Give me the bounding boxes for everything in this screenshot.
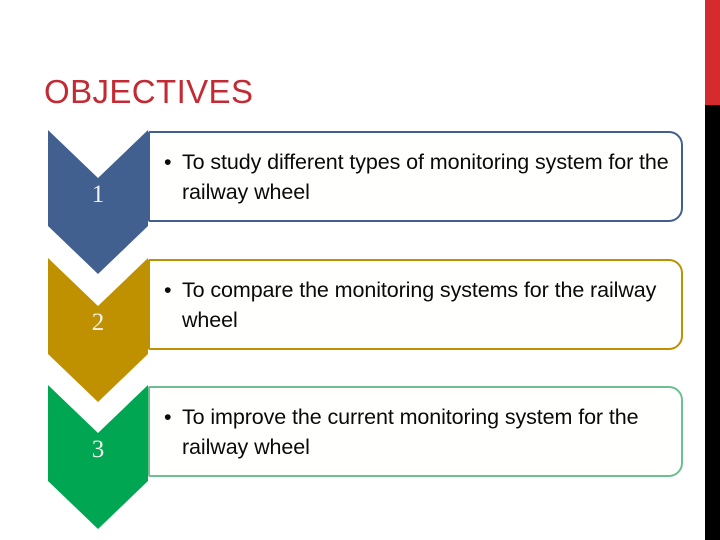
right-edge-accent-bar-red — [705, 0, 720, 105]
chevron-shape-1 — [48, 130, 148, 274]
page-title: OBJECTIVES — [44, 73, 254, 110]
chevron-polygon-1 — [48, 130, 148, 274]
objective-bullet-line-1: • To study different types of monitoring… — [160, 147, 675, 207]
objective-bullet-line-3: • To improve the current monitoring syst… — [160, 402, 675, 462]
objective-text-1: To study different types of monitoring s… — [182, 149, 669, 204]
objective-row: 1 • To study different types of monitori… — [0, 128, 720, 278]
objective-text-2: To compare the monitoring systems for th… — [182, 277, 657, 332]
bullet-dot-icon-1: • — [164, 149, 172, 174]
objective-bullet-line-2: • To compare the monitoring systems for … — [160, 275, 675, 335]
objective-textbox-2: • To compare the monitoring systems for … — [148, 259, 683, 350]
objective-row: 2 • To compare the monitoring systems fo… — [0, 256, 720, 406]
right-edge-accent-bar-black — [705, 105, 720, 540]
objective-textbox-1: • To study different types of monitoring… — [148, 131, 683, 222]
objective-row: 3 • To improve the current monitoring sy… — [0, 383, 720, 535]
chevron-shape-2 — [48, 258, 148, 402]
objective-text-3: To improve the current monitoring system… — [182, 404, 639, 459]
chevron-shape-3 — [48, 385, 148, 529]
chevron-polygon-2 — [48, 258, 148, 402]
right-edge-gap — [702, 0, 705, 540]
bullet-dot-icon-2: • — [164, 277, 172, 302]
objective-textbox-3: • To improve the current monitoring syst… — [148, 386, 683, 477]
bullet-dot-icon-3: • — [164, 404, 172, 429]
chevron-polygon-3 — [48, 385, 148, 529]
